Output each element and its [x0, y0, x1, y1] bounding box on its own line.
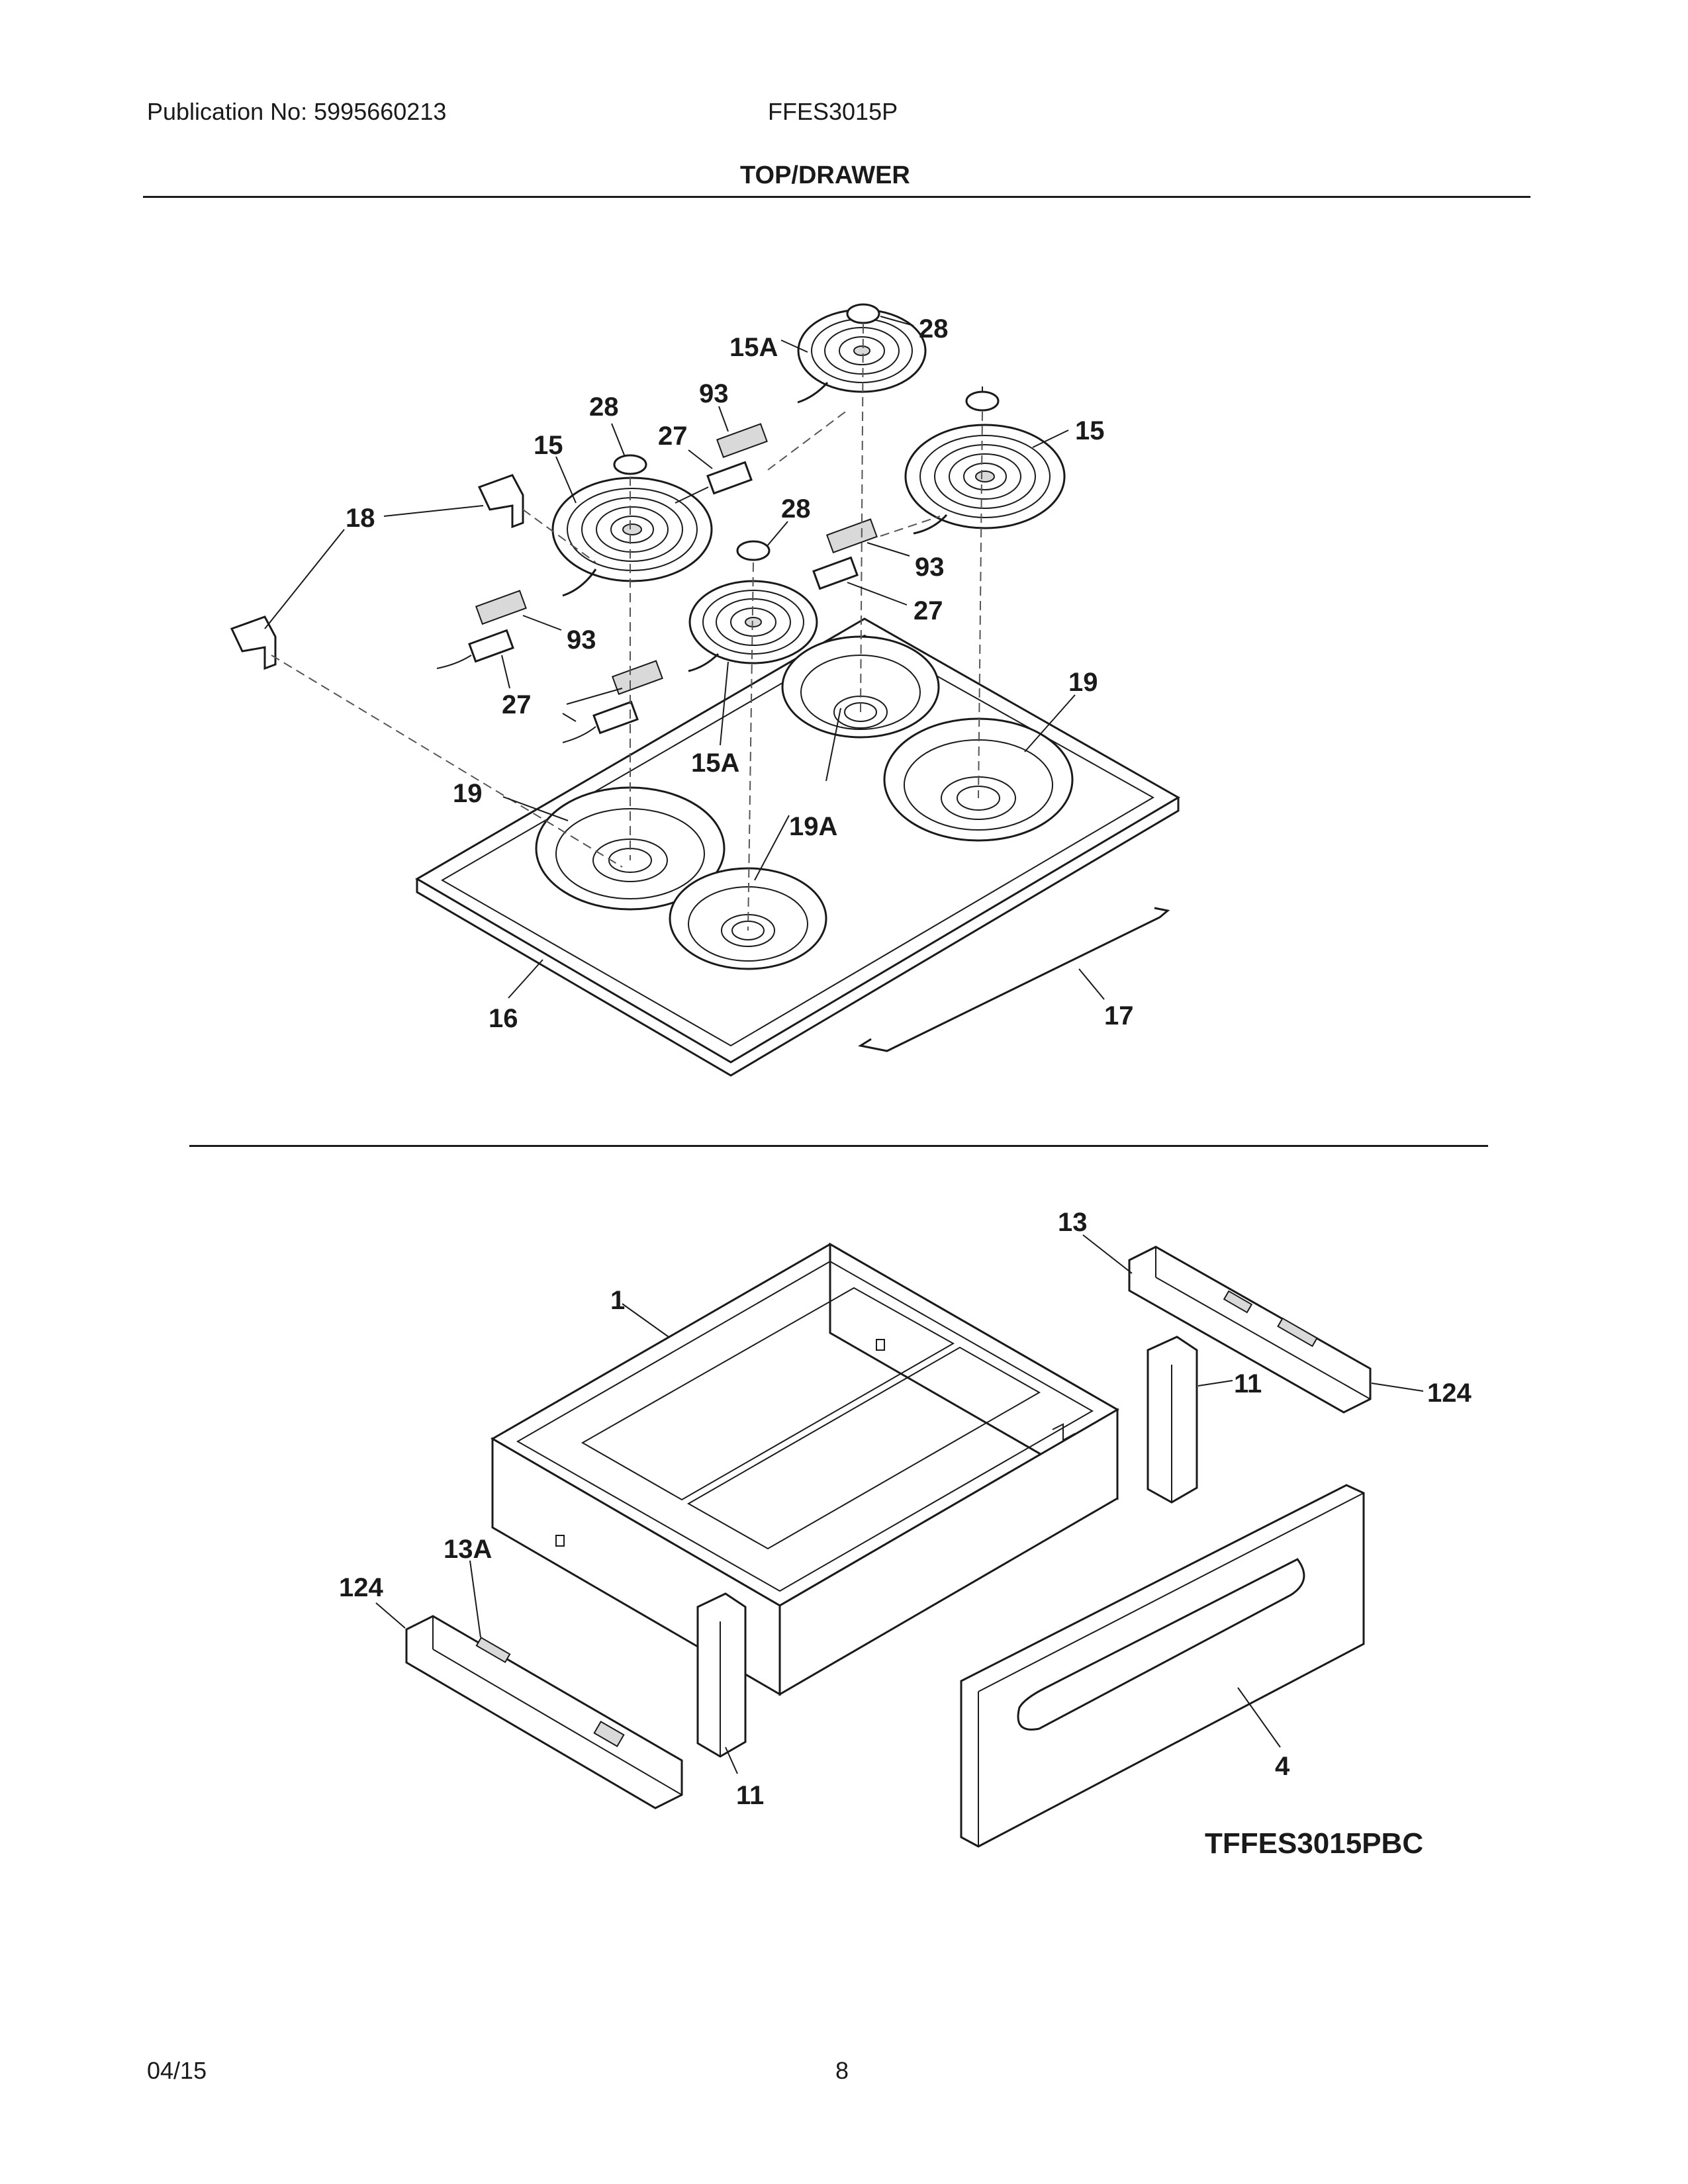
callout-11-left: 11	[736, 1781, 764, 1810]
drawer-bracket-right	[1147, 1336, 1198, 1504]
receptacle-right	[812, 518, 878, 590]
drawer-slide-right	[1128, 1246, 1372, 1414]
element-cap-right	[965, 390, 1000, 412]
callout-93-left: 93	[567, 625, 596, 655]
callout-124-left: 124	[339, 1573, 383, 1602]
callout-28-left: 28	[589, 392, 619, 422]
receptacle-front	[562, 660, 663, 743]
callout-15A-bottom: 15A	[691, 749, 739, 778]
callout-13: 13	[1058, 1208, 1088, 1237]
footer-date: 04/15	[147, 2057, 207, 2084]
publication-number: Publication No: 5995660213	[147, 98, 447, 125]
callout-19A: 19A	[789, 812, 837, 841]
callout-15-left: 15	[534, 431, 563, 460]
cooktop-assembly	[230, 303, 1180, 1077]
trim-strip	[858, 907, 1170, 1052]
callout-17: 17	[1104, 1001, 1134, 1030]
callout-28-top: 28	[919, 314, 949, 343]
callout-1: 1	[610, 1286, 625, 1315]
element-cap-left	[613, 454, 647, 475]
drawer-body	[491, 1242, 1119, 1696]
callout-19-left: 19	[453, 779, 483, 808]
page-number: 8	[835, 2057, 849, 2084]
receptacle-rear	[675, 423, 768, 504]
callout-11-right: 11	[1234, 1369, 1262, 1398]
section-title: TOP/DRAWER	[740, 161, 910, 189]
callout-28-mid: 28	[781, 494, 811, 523]
callout-27-left: 27	[502, 690, 532, 719]
callout-124-right: 124	[1427, 1379, 1472, 1408]
callout-15-right: 15	[1075, 416, 1105, 445]
drawer-front-panel	[960, 1484, 1365, 1848]
header-rule	[143, 196, 1530, 198]
callout-15A-top: 15A	[729, 333, 778, 362]
section-divider	[189, 1145, 1488, 1147]
element-bracket-lower	[230, 615, 277, 670]
element-bracket-upper	[477, 474, 524, 529]
callout-27-right: 27	[914, 596, 943, 625]
callout-27-top: 27	[658, 422, 688, 451]
callout-16: 16	[489, 1004, 518, 1033]
drawer-assembly	[375, 1234, 1424, 1848]
model-number: FFES3015P	[768, 98, 898, 125]
diagram-code: TFFES3015PBC	[1205, 1827, 1423, 1860]
callout-18: 18	[346, 504, 375, 533]
callout-93-right: 93	[915, 553, 945, 582]
callout-4: 4	[1275, 1752, 1290, 1781]
receptacle-left	[436, 590, 527, 669]
drawer-bracket-left	[696, 1592, 747, 1758]
callout-19-right: 19	[1068, 668, 1098, 697]
drawer-slide-left	[405, 1615, 683, 1809]
element-cap-center	[736, 540, 771, 561]
callout-93-top: 93	[699, 379, 729, 408]
surface-element-large-left	[551, 477, 713, 597]
element-cap-rear	[846, 303, 880, 324]
surface-element-large-right	[904, 424, 1066, 535]
callout-13A: 13A	[444, 1535, 492, 1564]
